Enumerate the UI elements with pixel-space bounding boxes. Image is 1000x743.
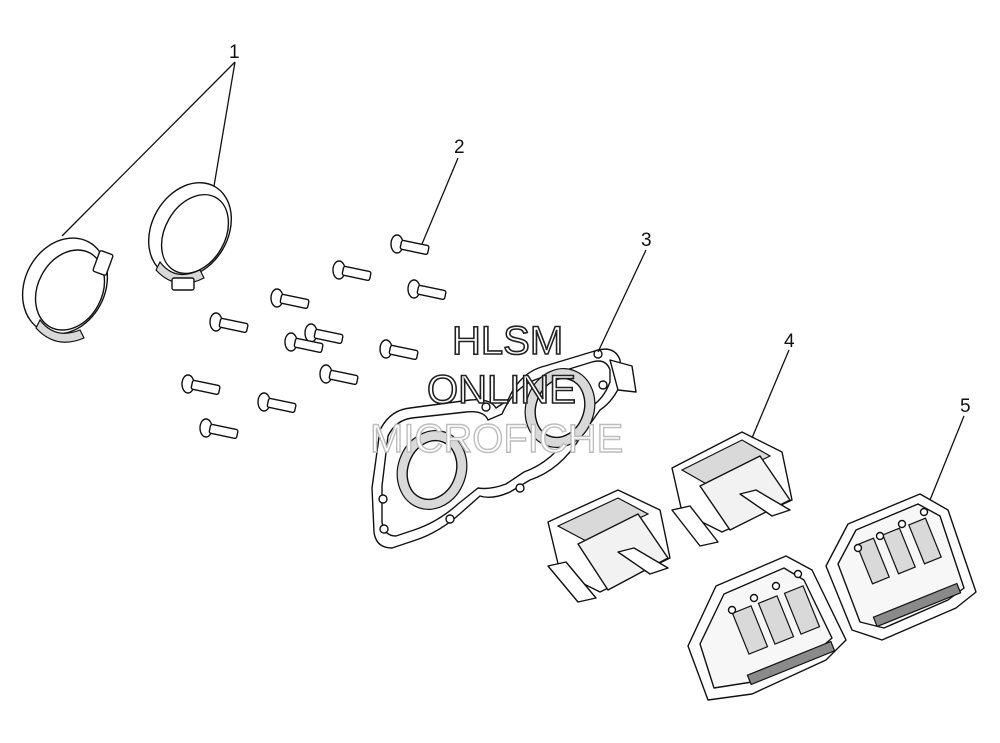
callout-2: 2 bbox=[454, 137, 465, 158]
hose-clamp-right bbox=[147, 182, 233, 291]
callout-5: 5 bbox=[960, 396, 971, 417]
bolt bbox=[284, 332, 324, 354]
watermark-line-3: MICROFICHE bbox=[370, 417, 623, 461]
leader-lines bbox=[61, 61, 965, 501]
reed-valve-assembly-left bbox=[687, 555, 847, 701]
bolt bbox=[319, 364, 359, 386]
intake-gasket-plate bbox=[371, 348, 637, 549]
bolt bbox=[257, 392, 297, 414]
bolt bbox=[199, 418, 239, 440]
bolt bbox=[407, 279, 447, 301]
bolt bbox=[270, 288, 310, 310]
bolt-group bbox=[181, 234, 447, 440]
reed-cage-lower bbox=[547, 489, 671, 603]
reed-cage-upper bbox=[671, 431, 793, 547]
hose-clamp-left bbox=[21, 237, 114, 343]
callout-3: 3 bbox=[641, 230, 652, 251]
bolt bbox=[379, 339, 419, 361]
leader-line-4 bbox=[751, 349, 790, 439]
bolt bbox=[332, 260, 372, 282]
leader-line-3 bbox=[597, 249, 647, 353]
callout-4: 4 bbox=[784, 331, 795, 352]
callout-1: 1 bbox=[229, 42, 240, 63]
leader-line-5 bbox=[929, 415, 965, 501]
bolt bbox=[390, 234, 430, 256]
watermark-line-1: HLSM bbox=[452, 319, 563, 363]
bolt bbox=[181, 374, 221, 396]
bolt bbox=[209, 312, 249, 334]
watermark-line-2: ONLINE bbox=[427, 368, 576, 412]
reed-valve-assembly-right bbox=[825, 493, 977, 641]
leader-line-1b bbox=[213, 61, 236, 187]
leader-line-1a bbox=[61, 61, 236, 237]
leader-line-2 bbox=[421, 157, 459, 245]
